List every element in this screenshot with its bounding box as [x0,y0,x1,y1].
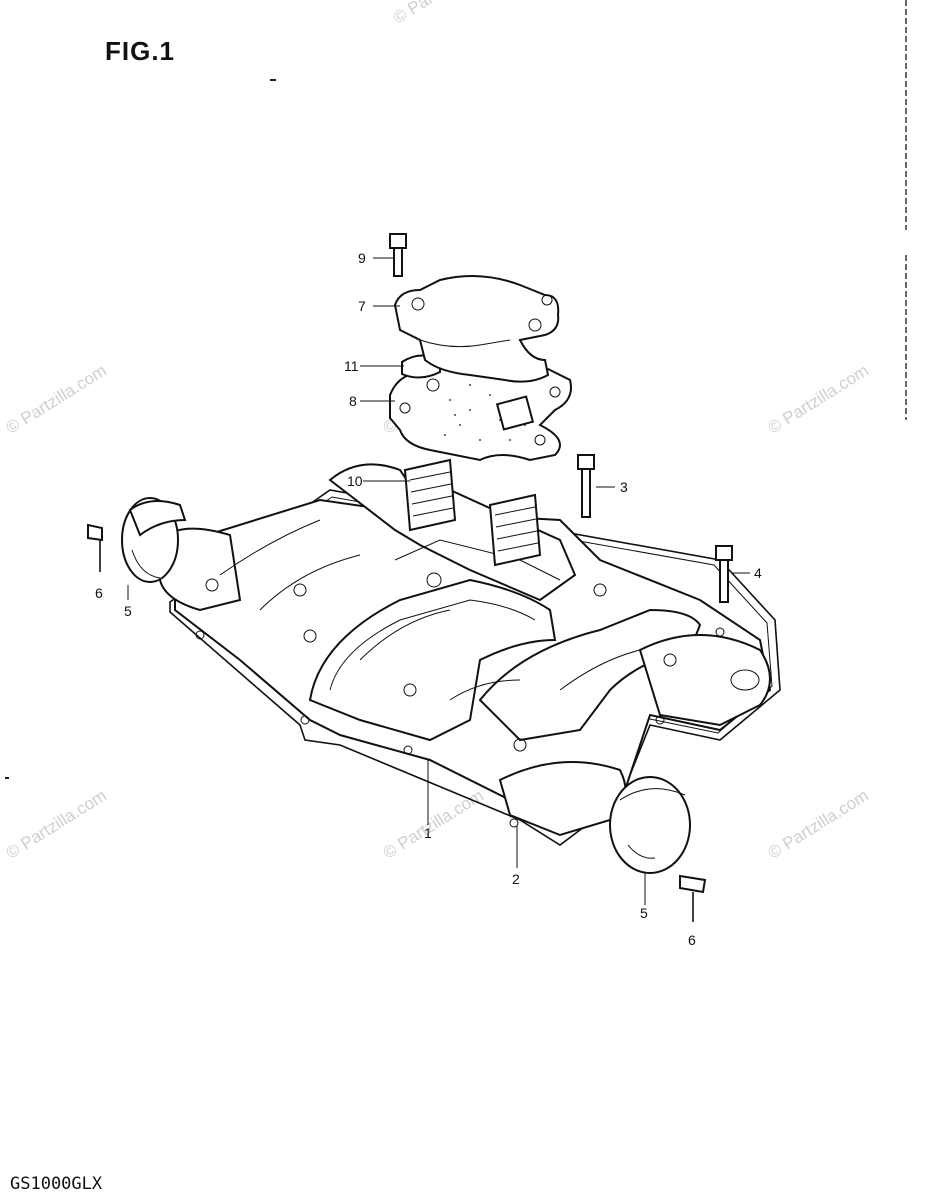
screw-6-left [87,523,103,572]
callout-8: 8 [349,393,357,409]
callout-1: 1 [424,825,432,841]
figure-title: FIG.1 [105,36,176,66]
oil-screen [403,458,542,567]
callout-11: 11 [344,358,359,374]
top-cover [393,275,560,383]
callout-2: 2 [512,871,520,887]
model-code: GS1000GLX [10,1174,103,1194]
callout-3: 3 [620,479,628,495]
bolt-3 [577,454,595,518]
callout-5-right: 5 [640,905,648,921]
bolt-9 [389,233,407,277]
callout-10: 10 [347,473,363,489]
callout-9: 9 [358,250,366,266]
callout-5-left: 5 [124,603,132,619]
callout-6-left: 6 [95,585,103,601]
callout-6-right: 6 [688,932,696,948]
end-cap-left [121,497,187,583]
end-cap-right [609,776,691,874]
bolt-4 [715,545,733,603]
callout-4: 4 [754,565,762,581]
callout-7: 7 [358,298,366,314]
leader-lines [127,257,750,905]
screw-6-right [679,874,707,922]
cam-housing [159,463,781,846]
